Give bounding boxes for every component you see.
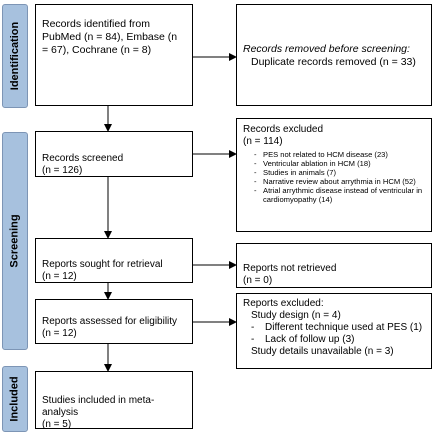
exclusion-reason-item: Ventricular ablation in HCM (18) <box>254 159 425 168</box>
reports-excluded-title: Reports excluded: <box>243 298 324 309</box>
studies-included-text: Studies included in meta-analysis (n = 5… <box>42 395 155 430</box>
records-excluded-title: Records excluded (n = 114) <box>243 124 324 147</box>
phase-identification: Identification <box>2 4 28 108</box>
exclusion-reason-item: Studies in animals (7) <box>254 168 425 177</box>
records-screened-box: Records screened (n = 126) <box>35 131 193 177</box>
exclusion-reason-item: Atrial arrythmic disease instead of vent… <box>254 186 425 204</box>
studies-included-box: Studies included in meta-analysis (n = 5… <box>35 371 193 430</box>
phase-identification-label: Identification <box>9 21 22 91</box>
records-identified-text: Records identified from PubMed (n = 84),… <box>42 18 178 56</box>
duplicates-removed-text: Duplicate records removed (n = 33) <box>251 56 416 68</box>
reports-assessed-text: Reports assessed for eligibility (n = 12… <box>42 316 178 339</box>
phase-screening-label: Screening <box>9 214 21 268</box>
study-details-unavailable-text: Study details unavailable (n = 3) <box>251 346 394 357</box>
reports-sought-text: Reports sought for retrieval (n = 12) <box>42 259 163 282</box>
exclusion-reason-item: PES not related to HCM disease (23) <box>254 150 425 159</box>
records-screened-text: Records screened (n = 126) <box>42 153 124 176</box>
reports-assessed-box: Reports assessed for eligibility (n = 12… <box>35 299 193 344</box>
reports-not-retrieved-text: Reports not retrieved (n = 0) <box>243 263 337 286</box>
phase-included: Included <box>2 366 28 432</box>
records-excluded-box: Records excluded (n = 114) PES not relat… <box>236 118 432 232</box>
reports-sought-box: Reports sought for retrieval (n = 12) <box>35 238 193 283</box>
records-removed-title: Records removed before screening: <box>243 43 410 55</box>
exclusion-reason-item: Narrative review about arrythmia in HCM … <box>254 177 425 186</box>
study-design-reasons-list: Different technique used at PES (1) Lack… <box>243 322 425 346</box>
study-design-text: Study design (n = 4) <box>251 310 341 321</box>
reports-excluded-box: Reports excluded: Study design (n = 4) D… <box>236 293 432 369</box>
phase-screening: Screening <box>2 132 28 350</box>
phase-included-label: Included <box>9 376 22 422</box>
exclusion-reasons-list: PES not related to HCM disease (23) Vent… <box>243 150 425 204</box>
records-identified-box: Records identified from PubMed (n = 84),… <box>35 4 193 106</box>
reports-not-retrieved-box: Reports not retrieved (n = 0) <box>236 243 432 288</box>
records-removed-box: Records removed before screening: Duplic… <box>236 4 432 106</box>
study-design-reason-item: Different technique used at PES (1) <box>251 322 425 334</box>
study-design-reason-item: Lack of follow up (3) <box>251 334 425 346</box>
